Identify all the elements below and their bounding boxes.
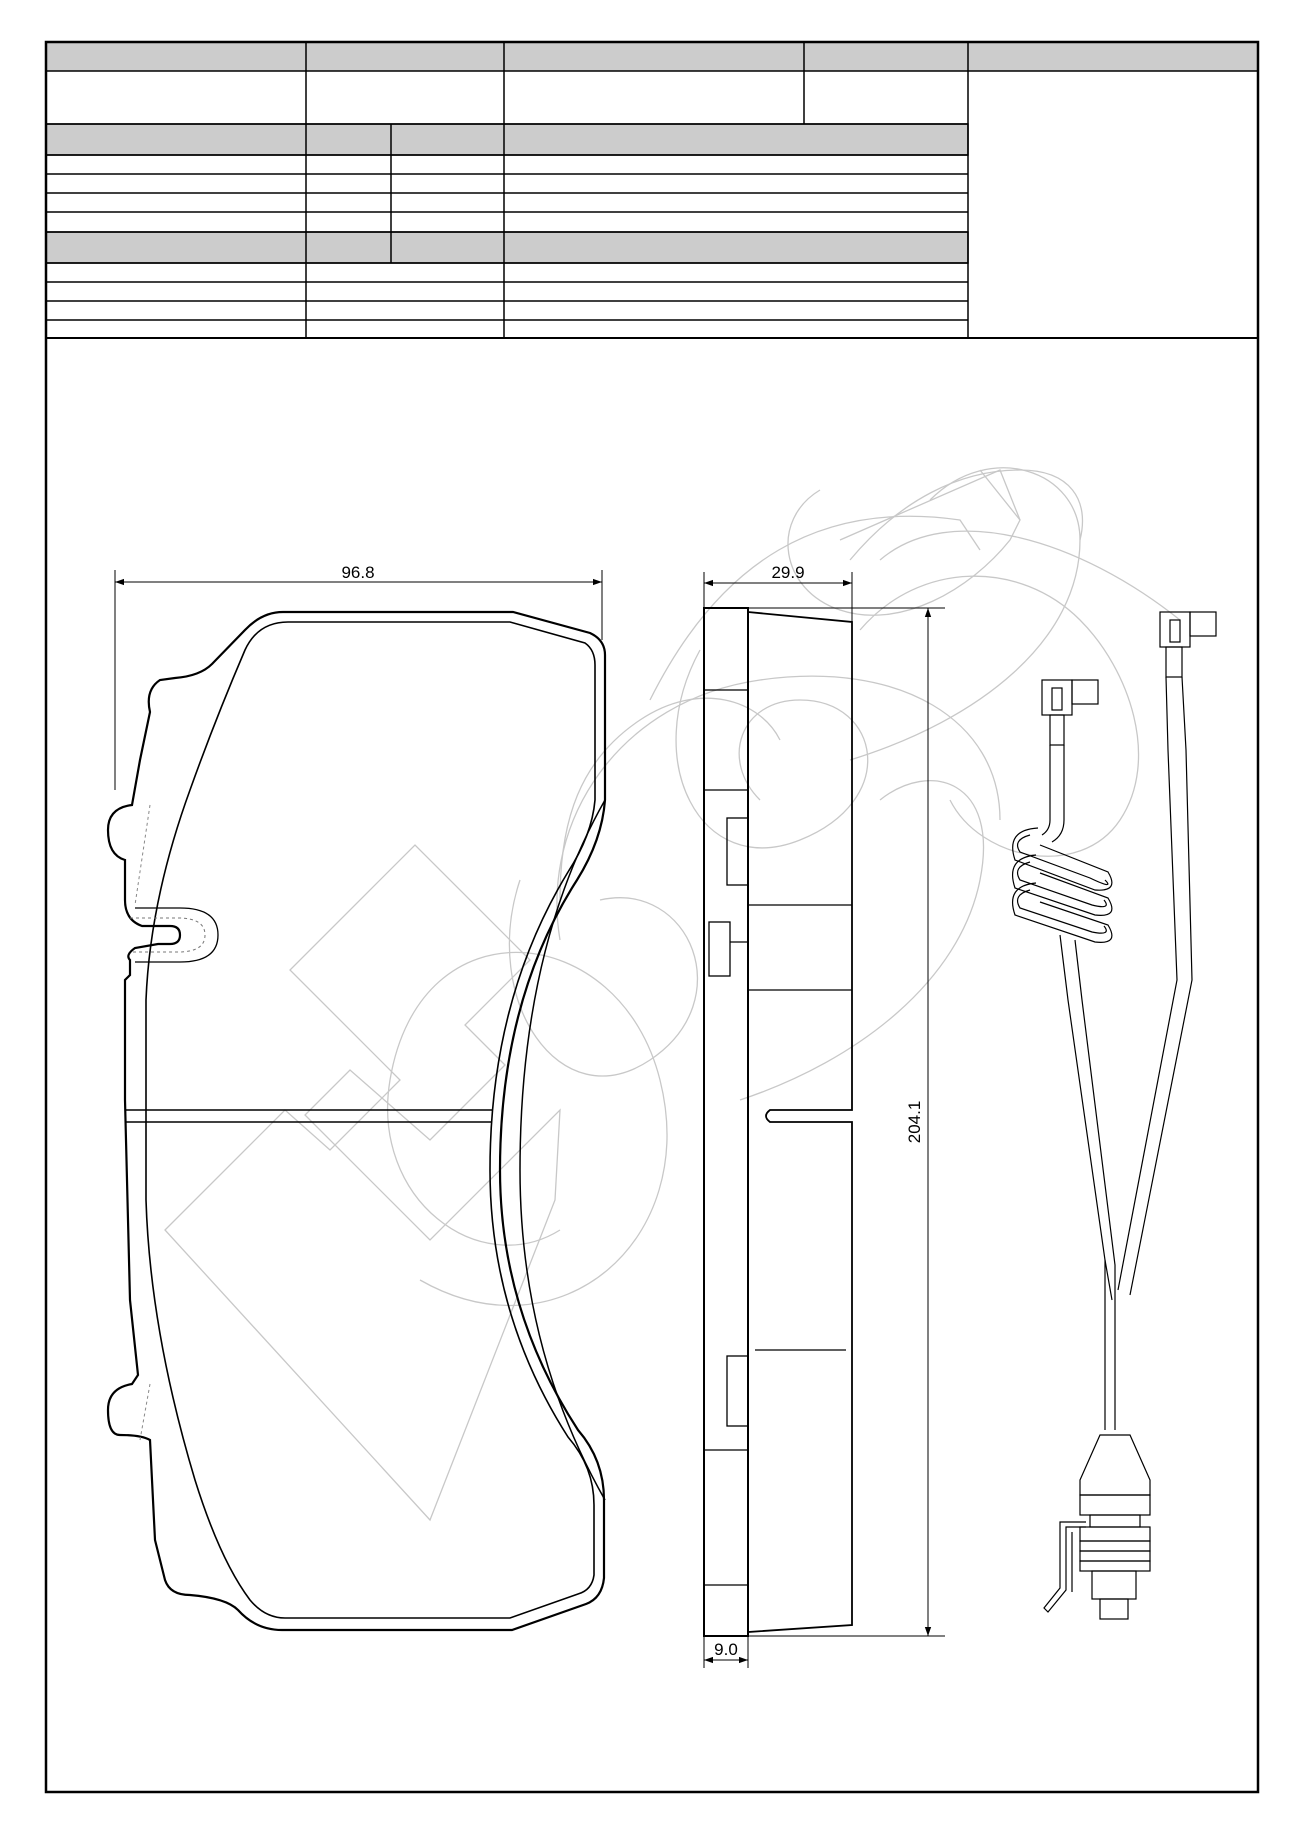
watermark-logo bbox=[164, 467, 1181, 1522]
title-header-row bbox=[45, 41, 1259, 72]
friction-side bbox=[747, 611, 853, 1633]
width-dimension bbox=[114, 570, 603, 790]
backplate-outline bbox=[106, 610, 607, 1632]
height-dimension-label: 204.1 bbox=[905, 1101, 924, 1144]
width-dimension-label: 96.8 bbox=[341, 563, 374, 582]
sheet-frame bbox=[44, 40, 1260, 1794]
backplate-dimension-label: 9.0 bbox=[714, 1640, 738, 1659]
thickness-dimension bbox=[703, 572, 853, 622]
backplate-side bbox=[703, 607, 749, 1637]
pad-side-view bbox=[703, 607, 853, 1637]
backplate-dimension bbox=[703, 1636, 749, 1668]
pad-front-view bbox=[106, 610, 607, 1632]
spec-header-row-2 bbox=[45, 231, 969, 264]
friction-material-outline bbox=[145, 621, 596, 1619]
thickness-dimension-label: 29.9 bbox=[771, 563, 804, 582]
height-dimension bbox=[748, 607, 945, 1637]
spec-header-row-1 bbox=[45, 123, 969, 156]
mounting-notch bbox=[135, 907, 219, 963]
wear-sensor bbox=[1011, 611, 1217, 1620]
title-block bbox=[44, 40, 1260, 1794]
